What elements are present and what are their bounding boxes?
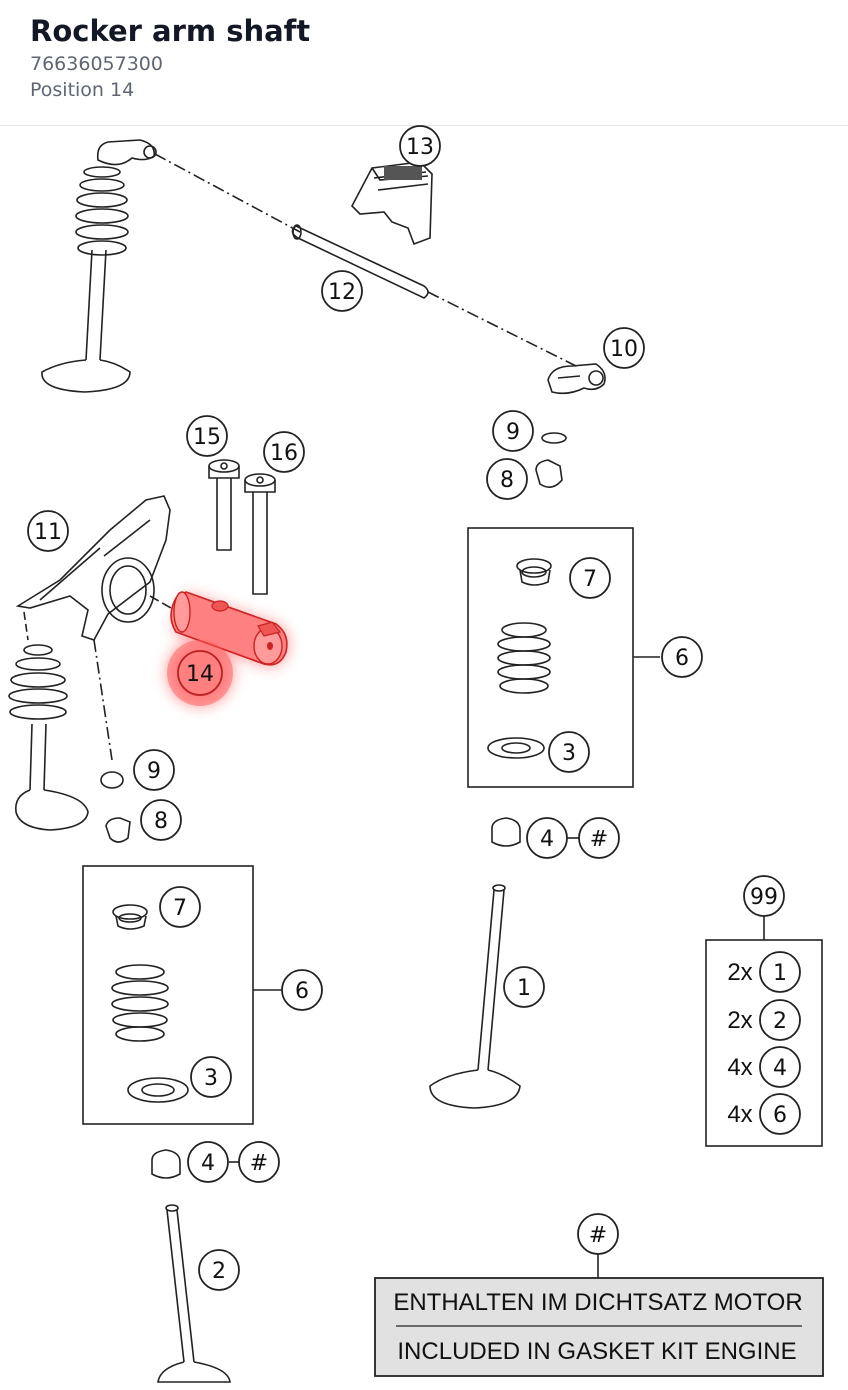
- part-8-left: [105, 817, 131, 843]
- callout-6-left[interactable]: 6: [295, 979, 309, 1004]
- callout-13[interactable]: 13: [406, 135, 434, 160]
- callout-9-left[interactable]: 9: [147, 759, 161, 784]
- part-9-right: [541, 432, 567, 444]
- kit-row-4-part[interactable]: 6: [773, 1103, 787, 1128]
- callout-3-right[interactable]: 3: [562, 741, 576, 766]
- callout-14[interactable]: 14: [186, 662, 214, 687]
- callout-7-right[interactable]: 7: [583, 567, 597, 592]
- note-line-german: ENTHALTEN IM DICHTSATZ MOTOR: [393, 1289, 802, 1316]
- valve-part-2: [157, 1204, 231, 1383]
- spring-set-left: [111, 904, 189, 1103]
- left-valve-assembly: [8, 644, 89, 831]
- callout-hash-left[interactable]: #: [250, 1151, 268, 1176]
- shaft-part-12: [291, 224, 429, 299]
- part-header: Rocker arm shaft 76636057300 Position 14: [0, 0, 848, 126]
- part-13: [351, 161, 433, 246]
- valve-part-1: [429, 884, 521, 1109]
- spring-set-right: [487, 558, 552, 759]
- part-position: Position 14: [30, 79, 135, 101]
- part-number: 76636057300: [30, 53, 163, 75]
- upper-valve-assembly: [41, 139, 157, 393]
- valve-seal-left: [151, 1149, 181, 1179]
- valve-seal-right: [491, 817, 521, 847]
- highlighted-part-14: 14: [166, 591, 289, 707]
- pin-part-15: [208, 459, 240, 551]
- spring-group-box-left: [82, 865, 254, 1125]
- callout-6-right[interactable]: 6: [675, 646, 689, 671]
- callout-4-left[interactable]: 4: [201, 1151, 215, 1176]
- callout-9-right[interactable]: 9: [506, 420, 520, 445]
- gasket-kit-note-box: [374, 1277, 824, 1377]
- rocker-arm-part-11: [15, 495, 171, 641]
- kit-99-contents: 2x 1 2x 2 4x 4 4x 6: [727, 959, 787, 1128]
- callout-15[interactable]: 15: [193, 425, 221, 450]
- kit-row-2-part[interactable]: 2: [773, 1009, 787, 1034]
- note-line-english: INCLUDED IN GASKET KIT ENGINE: [397, 1338, 796, 1365]
- part-8-right: [535, 459, 563, 488]
- kit-row-4-qty: 4x: [727, 1101, 752, 1128]
- callout-7-left[interactable]: 7: [173, 896, 187, 921]
- callout-1[interactable]: 1: [517, 976, 531, 1001]
- callout-16[interactable]: 16: [270, 441, 298, 466]
- kit-row-3-qty: 4x: [727, 1054, 752, 1081]
- callout-2[interactable]: 2: [212, 1259, 226, 1284]
- callout-4-right[interactable]: 4: [540, 827, 554, 852]
- part-title: Rocker arm shaft: [30, 14, 311, 48]
- kit-row-1-qty: 2x: [727, 959, 752, 986]
- callout-99[interactable]: 99: [750, 885, 778, 910]
- callout-10[interactable]: 10: [610, 337, 638, 362]
- kit-row-2-qty: 2x: [727, 1007, 752, 1034]
- callout-11[interactable]: 11: [34, 520, 62, 545]
- callout-hash-right[interactable]: #: [590, 827, 608, 852]
- part-9-left: [100, 771, 124, 789]
- kit-row-3-part[interactable]: 4: [773, 1056, 787, 1081]
- callout-12[interactable]: 12: [328, 280, 356, 305]
- kit-row-1-part[interactable]: 1: [773, 961, 787, 986]
- callout-8-left[interactable]: 8: [154, 809, 168, 834]
- part-10: [547, 363, 606, 395]
- callout-hash-note[interactable]: #: [589, 1223, 607, 1248]
- callout-3-left[interactable]: 3: [204, 1066, 218, 1091]
- callout-8-right[interactable]: 8: [500, 468, 514, 493]
- pin-part-16: [244, 473, 276, 595]
